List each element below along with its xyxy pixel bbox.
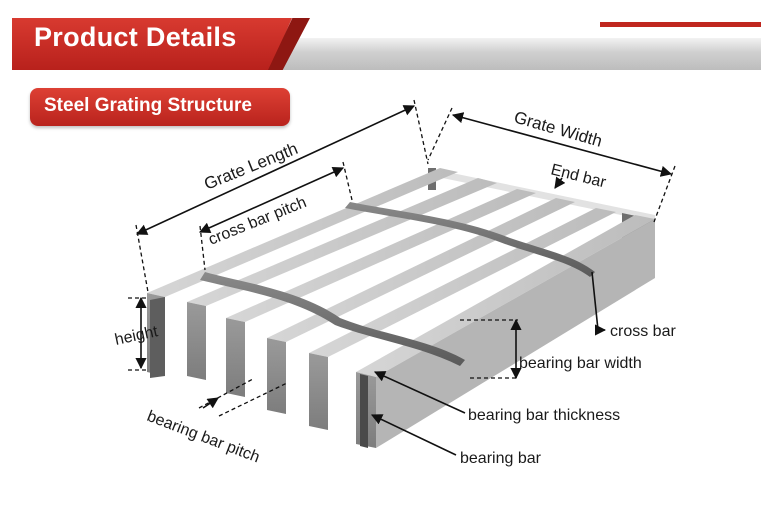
label-bearing-bar: bearing bar — [460, 450, 542, 467]
label-cross-bar: cross bar — [610, 323, 676, 340]
page-title: Product Details — [34, 22, 237, 52]
label-grate-width: Grate Width — [512, 108, 604, 151]
extension-lines — [128, 99, 676, 417]
dimension-lines — [135, 105, 673, 456]
header-banner: Product Details — [0, 0, 765, 80]
label-grate-length: Grate Length — [201, 139, 300, 194]
header-title-box — [12, 18, 292, 70]
label-bearing-bar-pitch: bearing bar pitch — [145, 408, 262, 467]
header-accent-line — [600, 22, 761, 27]
label-bearing-bar-width: bearing bar width — [519, 355, 642, 372]
label-bearing-bar-thickness: bearing bar thickness — [468, 407, 620, 424]
bearing-bars — [147, 168, 655, 448]
label-end-bar: End bar — [549, 161, 608, 191]
